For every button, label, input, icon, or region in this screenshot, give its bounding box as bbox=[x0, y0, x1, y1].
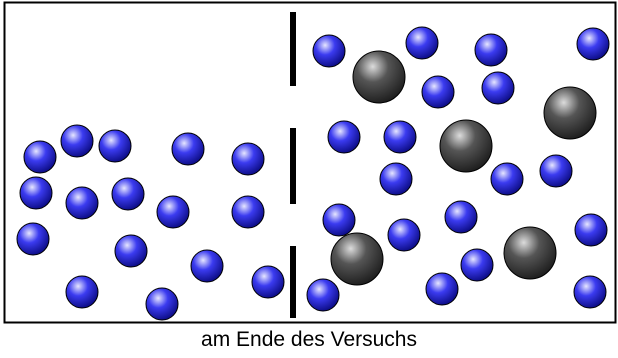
large-particle bbox=[330, 232, 384, 286]
small-particle bbox=[421, 75, 455, 109]
small-particle bbox=[19, 176, 53, 210]
small-particle bbox=[306, 278, 340, 312]
small-particle bbox=[145, 287, 179, 321]
small-particle bbox=[425, 272, 459, 306]
small-particle bbox=[322, 203, 356, 237]
small-particle bbox=[574, 213, 608, 247]
right-chamber-large-particles bbox=[330, 50, 597, 286]
small-particle bbox=[383, 120, 417, 154]
small-particle bbox=[481, 71, 515, 105]
small-particle bbox=[474, 33, 508, 67]
small-particle bbox=[231, 142, 265, 176]
partition-segment-bottom bbox=[290, 246, 296, 318]
small-particle bbox=[65, 275, 99, 309]
small-particle bbox=[312, 34, 346, 68]
small-particle bbox=[251, 265, 285, 299]
small-particle bbox=[65, 186, 99, 220]
small-particle bbox=[171, 132, 205, 166]
partition-segment-top bbox=[290, 12, 296, 86]
large-particle bbox=[352, 50, 406, 104]
small-particle bbox=[539, 154, 573, 188]
small-particle bbox=[98, 129, 132, 163]
small-particle bbox=[23, 140, 57, 174]
small-particle bbox=[405, 26, 439, 60]
small-particle bbox=[114, 234, 148, 268]
small-particle bbox=[327, 120, 361, 154]
diagram-caption: am Ende des Versuchs bbox=[201, 328, 417, 351]
small-particle bbox=[231, 195, 265, 229]
right-chamber-small-particles bbox=[306, 26, 610, 312]
small-particle bbox=[16, 222, 50, 256]
small-particle bbox=[573, 275, 607, 309]
small-particle bbox=[379, 162, 413, 196]
small-particle bbox=[444, 200, 478, 234]
partition-segment-middle bbox=[290, 128, 296, 204]
small-particle bbox=[460, 248, 494, 282]
small-particle bbox=[156, 195, 190, 229]
large-particle bbox=[543, 86, 597, 140]
small-particle bbox=[490, 162, 524, 196]
container-frame bbox=[3, 1, 617, 324]
partition-wall bbox=[290, 12, 296, 318]
small-particle bbox=[111, 177, 145, 211]
large-particle bbox=[439, 119, 493, 173]
small-particle bbox=[576, 27, 610, 61]
left-chamber-particles bbox=[16, 124, 285, 321]
small-particle bbox=[387, 218, 421, 252]
small-particle bbox=[60, 124, 94, 158]
large-particle bbox=[503, 226, 557, 280]
small-particle bbox=[190, 249, 224, 283]
